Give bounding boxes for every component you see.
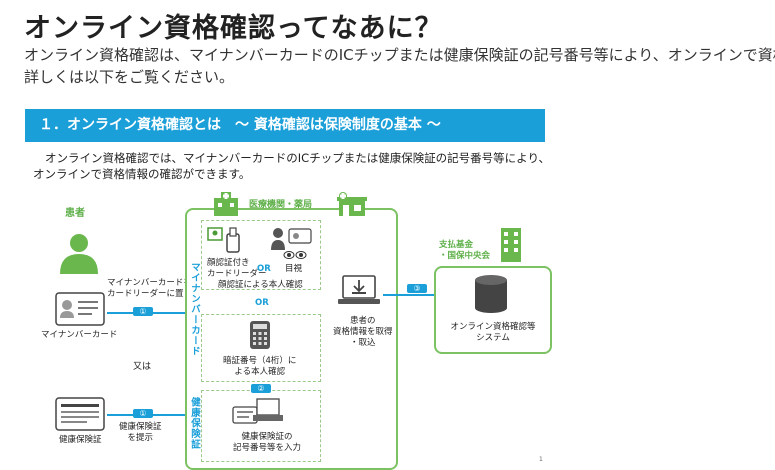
insurance-card-icon [55, 397, 105, 431]
step-1-tag: ① [133, 307, 153, 316]
vertical-mynumber-label: マイナンバーカード [189, 262, 200, 357]
insurance-input-label-line-1: 健康保険証の [241, 432, 293, 442]
card-instruction-line-2: カードリーダーに置く [107, 289, 193, 299]
acquire-label-line-1: 患者の [350, 316, 376, 326]
system-label: オンライン資格確認等 システム [443, 322, 543, 344]
face-reader-label-line-2: カードリーダー [207, 269, 267, 279]
slide-banner: １．オンライン資格確認とは ～ 資格確認は保険制度の基本 ～ [25, 109, 545, 142]
intro-text: オンライン資格確認は、マイナンバーカードのICチップまたは健康保険証の記号番号等… [24, 44, 775, 88]
mynumber-card-icon [55, 292, 105, 326]
insurance-card-label: 健康保険証 [59, 435, 102, 445]
patient-icon [60, 234, 98, 274]
fund-label-line-2: ・国保中央会 [439, 251, 491, 261]
step-3-tag: ③ [407, 284, 427, 293]
fund-label-line-1: 支払基金 [439, 240, 474, 250]
fund-label: 支払基金 ・国保中央会 [439, 240, 490, 262]
slide-description-line-1: オンライン資格確認では、マイナンバーカードのICチップまたは健康保険証の記号番号… [45, 151, 550, 165]
vertical-insurance-label: 健康保険証 [189, 397, 200, 450]
or-text: 又は [133, 362, 152, 372]
system-label-line-2: システム [476, 333, 510, 343]
insurance-instruction-line-2: を提示 [127, 433, 154, 443]
face-reader-label: 顔認証付き カードリーダー [207, 258, 267, 280]
acquire-label-line-3: ・取込 [350, 338, 376, 348]
step-1b-tag: ① [133, 409, 153, 418]
face-recognition-area [201, 220, 321, 290]
pin-label: 暗証番号（4桁）に よる本人確認 [223, 356, 296, 378]
insurance-input-icon [232, 398, 283, 424]
explanation-slide: １．オンライン資格確認とは ～ 資格確認は保険制度の基本 ～ オンライン資格確認… [25, 104, 552, 470]
or-label-1: OR [257, 264, 271, 274]
acquire-label: 患者の 資格情報を取得 ・取込 [333, 316, 393, 349]
acquire-label-line-2: 資格情報を取得 [333, 327, 393, 337]
page-number: 1 [539, 456, 543, 463]
eyes-icon [283, 251, 307, 259]
mynumber-card-label: マイナンバーカード [41, 330, 118, 340]
patient-label: 患者 [65, 208, 85, 219]
slide-description-line-2: オンラインで資格情報の確認ができます。 [33, 167, 251, 181]
visual-check-icon [271, 228, 312, 250]
system-label-line-1: オンライン資格確認等 [450, 322, 536, 332]
insurance-instruction: 健康保険証 を提示 [119, 422, 162, 444]
fund-building-icon [501, 228, 521, 262]
slide-description: オンライン資格確認では、マイナンバーカードのICチップまたは健康保険証の記号番号… [33, 150, 550, 182]
visual-check-label: 目視 [285, 264, 303, 274]
database-icon [475, 275, 507, 313]
card-instruction-line-1: マイナンバーカードを [107, 278, 192, 288]
page-title: オンライン資格確認ってなあに？ [24, 13, 443, 44]
insurance-instruction-line-1: 健康保険証 [119, 422, 162, 432]
face-reader-icon [207, 227, 240, 253]
hospital-icon [214, 192, 238, 216]
medical-label: 医療機関・薬局 [249, 200, 313, 210]
face-reader-label-line-1: 顔認証付き [207, 258, 250, 268]
pin-area [201, 314, 321, 382]
step-2-tag: ② [251, 384, 271, 393]
card-instruction: マイナンバーカードを カードリーダーに置く [107, 278, 192, 300]
pin-keypad-icon [250, 321, 270, 349]
intro-line-1: オンライン資格確認は、マイナンバーカードのICチップまたは健康保険証の記号番号等… [24, 46, 775, 64]
pin-label-line-2: よる本人確認 [234, 367, 286, 377]
pin-label-line-1: 暗証番号（4桁）に [223, 356, 297, 366]
arrow-system-to-clinic [383, 294, 463, 296]
insurance-input-label-line-2: 記号番号等を入力 [233, 443, 302, 453]
laptop-download-icon [338, 275, 380, 304]
face-confirm-label: 顔認証による本人確認 [218, 280, 303, 290]
intro-line-2: 詳しくは以下をご覧ください。 [24, 68, 235, 86]
or-label-2: OR [255, 298, 269, 308]
pharmacy-icon [337, 192, 367, 216]
insurance-input-label: 健康保険証の 記号番号等を入力 [233, 432, 301, 454]
